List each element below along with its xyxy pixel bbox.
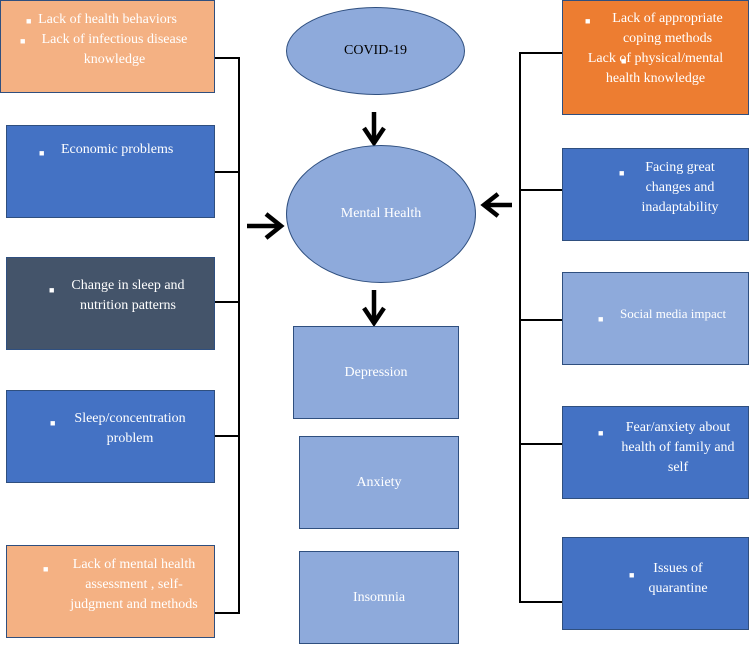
outcome-label: Depression [344, 364, 408, 380]
arrow-right-to-center [480, 192, 512, 218]
left-factor-sleep-concentration: ■ Sleep/concentration problem [6, 390, 215, 483]
right-factor-great-changes: ■ Facing great changes and inadaptabilit… [562, 148, 749, 241]
left-factor-health-behaviors: ■ Lack of health behaviors ■ Lack of inf… [0, 0, 215, 93]
covid-19-node: COVID-19 [286, 7, 465, 95]
left-factor-line: Change in sleep and nutrition patterns [71, 278, 185, 313]
right-factor-line: Issues of quarantine [648, 561, 708, 596]
covid-19-label: COVID-19 [344, 43, 407, 58]
left-factor-mental-health-assessment: ■ Lack of mental health assessment , sel… [6, 545, 215, 638]
arrow-left-to-center [247, 212, 285, 240]
left-factor-economic-problems: ■ Economic problems [6, 125, 215, 218]
right-factor-social-media: ■ Social media impact [562, 272, 749, 365]
right-factor-line: Facing great changes and inadaptability [641, 160, 719, 215]
right-factor-line: Fear/anxiety about health of family and … [621, 420, 735, 475]
arrow-mental-health-to-outcomes [362, 290, 386, 328]
right-factor-coping-methods: ■ Lack of appropriate coping methods ■ L… [562, 0, 749, 115]
left-factor-line: Economic problems [61, 142, 174, 157]
right-factor-line: Lack of appropriate coping methods [612, 11, 723, 46]
right-factor-line: Lack of physical/mental health knowledge [587, 51, 724, 86]
outcome-label: Anxiety [356, 474, 402, 490]
mental-health-node: Mental Health [286, 145, 476, 283]
left-factor-line: Sleep/concentration problem [74, 411, 186, 446]
outcome-insomnia: Insomnia [299, 551, 459, 644]
left-factor-line: Lack of infectious disease knowledge [41, 32, 188, 67]
right-factor-fear-anxiety: ■ Fear/anxiety about health of family an… [562, 406, 749, 499]
right-factor-line: Social media impact [620, 306, 727, 321]
left-factor-line: Lack of health behaviors [38, 12, 177, 27]
outcome-anxiety: Anxiety [299, 436, 459, 529]
arrow-covid-to-mental-health [362, 112, 386, 148]
right-factor-quarantine: ■ Issues of quarantine [562, 537, 749, 630]
left-factor-sleep-nutrition: ■ Change in sleep and nutrition patterns [6, 257, 215, 350]
mental-health-label: Mental Health [340, 206, 422, 221]
left-factor-line: Lack of mental health assessment , self-… [70, 557, 198, 612]
outcome-label: Insomnia [352, 589, 406, 605]
outcome-depression: Depression [293, 326, 459, 419]
